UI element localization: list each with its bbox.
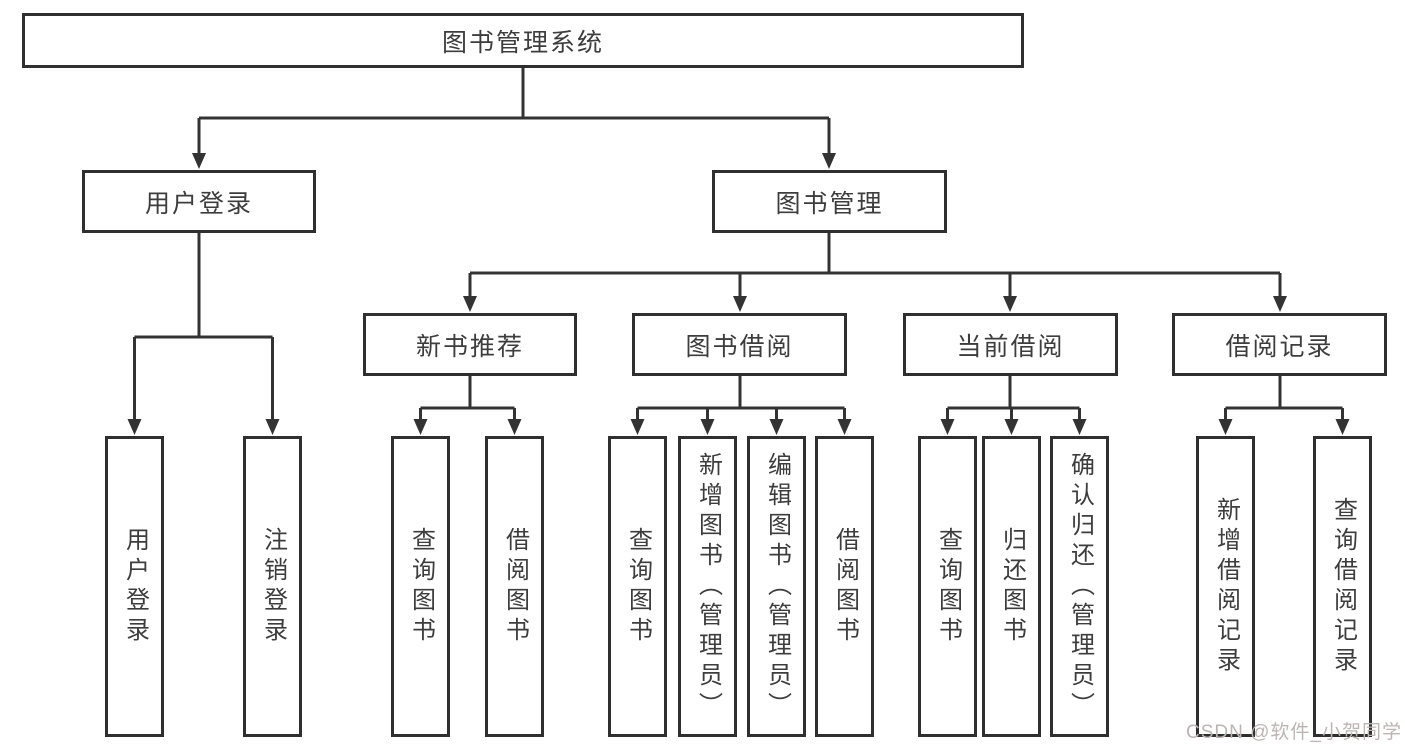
leaf-query-books-current-label: 查询图书 xyxy=(934,526,962,647)
leaf-borrow-books-borrowing-label: 借阅图书 xyxy=(831,526,859,647)
node-current-borrowing-label: 当前借阅 xyxy=(956,332,1065,361)
leaf-borrow-books-recommend: 借阅图书 xyxy=(485,436,544,737)
arrow-down-icon xyxy=(265,419,280,435)
node-book-management: 图书管理 xyxy=(712,170,947,233)
leaf-query-books-current: 查询图书 xyxy=(918,436,977,737)
leaf-borrow-books-recommend-label: 借阅图书 xyxy=(501,526,529,647)
arrow-down-icon xyxy=(700,419,715,435)
leaf-confirm-return-admin: 确认归还（管理员） xyxy=(1050,436,1109,737)
arrow-down-icon xyxy=(769,419,784,435)
arrow-down-icon xyxy=(413,419,428,435)
leaf-edit-book-admin-label: 编辑图书（管理员） xyxy=(763,451,791,722)
arrow-down-icon xyxy=(733,296,747,312)
node-new-book-recommend: 新书推荐 xyxy=(363,313,577,376)
arrow-down-icon xyxy=(463,296,477,312)
leaf-logout-login-label: 注销登录 xyxy=(259,526,287,647)
node-current-borrowing: 当前借阅 xyxy=(903,313,1118,376)
leaf-query-books-borrowing: 查询图书 xyxy=(608,436,667,737)
leaf-add-book-admin-label: 新增图书（管理员） xyxy=(694,451,722,722)
node-root-label: 图书管理系统 xyxy=(441,28,604,57)
leaf-add-book-admin: 新增图书（管理员） xyxy=(678,436,737,737)
arrow-down-icon xyxy=(1335,419,1350,435)
node-user-login: 用户登录 xyxy=(82,170,316,233)
connector-new-book-recommend-children xyxy=(413,376,522,435)
connector-root-to-level2 xyxy=(192,68,836,169)
node-book-borrowing-label: 图书借阅 xyxy=(685,332,794,361)
leaf-edit-book-admin: 编辑图书（管理员） xyxy=(747,436,806,737)
connector-user-login-children xyxy=(127,233,280,435)
arrow-down-icon xyxy=(192,153,206,169)
node-book-borrowing: 图书借阅 xyxy=(632,313,847,376)
connector-current-borrowing-children xyxy=(940,376,1087,435)
arrow-down-icon xyxy=(837,419,852,435)
node-new-book-recommend-label: 新书推荐 xyxy=(415,332,524,361)
connector-borrowing-records-children xyxy=(1218,376,1350,435)
arrow-down-icon xyxy=(1072,419,1087,435)
arrow-down-icon xyxy=(1004,419,1019,435)
leaf-borrow-books-borrowing: 借阅图书 xyxy=(815,436,874,737)
node-borrowing-records: 借阅记录 xyxy=(1172,313,1387,376)
arrow-down-icon xyxy=(1003,296,1017,312)
leaf-user-login-label: 用户登录 xyxy=(121,526,149,647)
leaf-query-books-borrowing-label: 查询图书 xyxy=(624,526,652,647)
connector-book-management-to-level3 xyxy=(463,233,1287,312)
connector-book-borrowing-children xyxy=(630,376,852,435)
node-book-management-label: 图书管理 xyxy=(775,189,884,218)
leaf-logout-login: 注销登录 xyxy=(243,436,302,737)
node-user-login-label: 用户登录 xyxy=(144,189,253,218)
leaf-add-borrow-record: 新增借阅记录 xyxy=(1196,436,1255,737)
leaf-query-books-recommend-label: 查询图书 xyxy=(407,526,435,647)
leaf-query-borrow-record-label: 查询借阅记录 xyxy=(1329,496,1357,677)
arrow-down-icon xyxy=(822,153,836,169)
arrow-down-icon xyxy=(630,419,645,435)
leaf-return-books: 归还图书 xyxy=(982,436,1041,737)
arrow-down-icon xyxy=(507,419,522,435)
leaf-confirm-return-admin-label: 确认归还（管理员） xyxy=(1066,451,1094,722)
arrow-down-icon xyxy=(940,419,955,435)
leaf-user-login: 用户登录 xyxy=(105,436,164,737)
arrow-down-icon xyxy=(1273,296,1287,312)
leaf-query-books-recommend: 查询图书 xyxy=(391,436,450,737)
node-root: 图书管理系统 xyxy=(22,13,1024,68)
arrow-down-icon xyxy=(1218,419,1233,435)
node-borrowing-records-label: 借阅记录 xyxy=(1225,332,1334,361)
csdn-watermark: CSDN @软件_小贺同学 xyxy=(1186,722,1402,743)
leaf-query-borrow-record: 查询借阅记录 xyxy=(1313,436,1372,737)
leaf-return-books-label: 归还图书 xyxy=(998,526,1026,647)
leaf-add-borrow-record-label: 新增借阅记录 xyxy=(1212,496,1240,677)
arrow-down-icon xyxy=(127,419,142,435)
